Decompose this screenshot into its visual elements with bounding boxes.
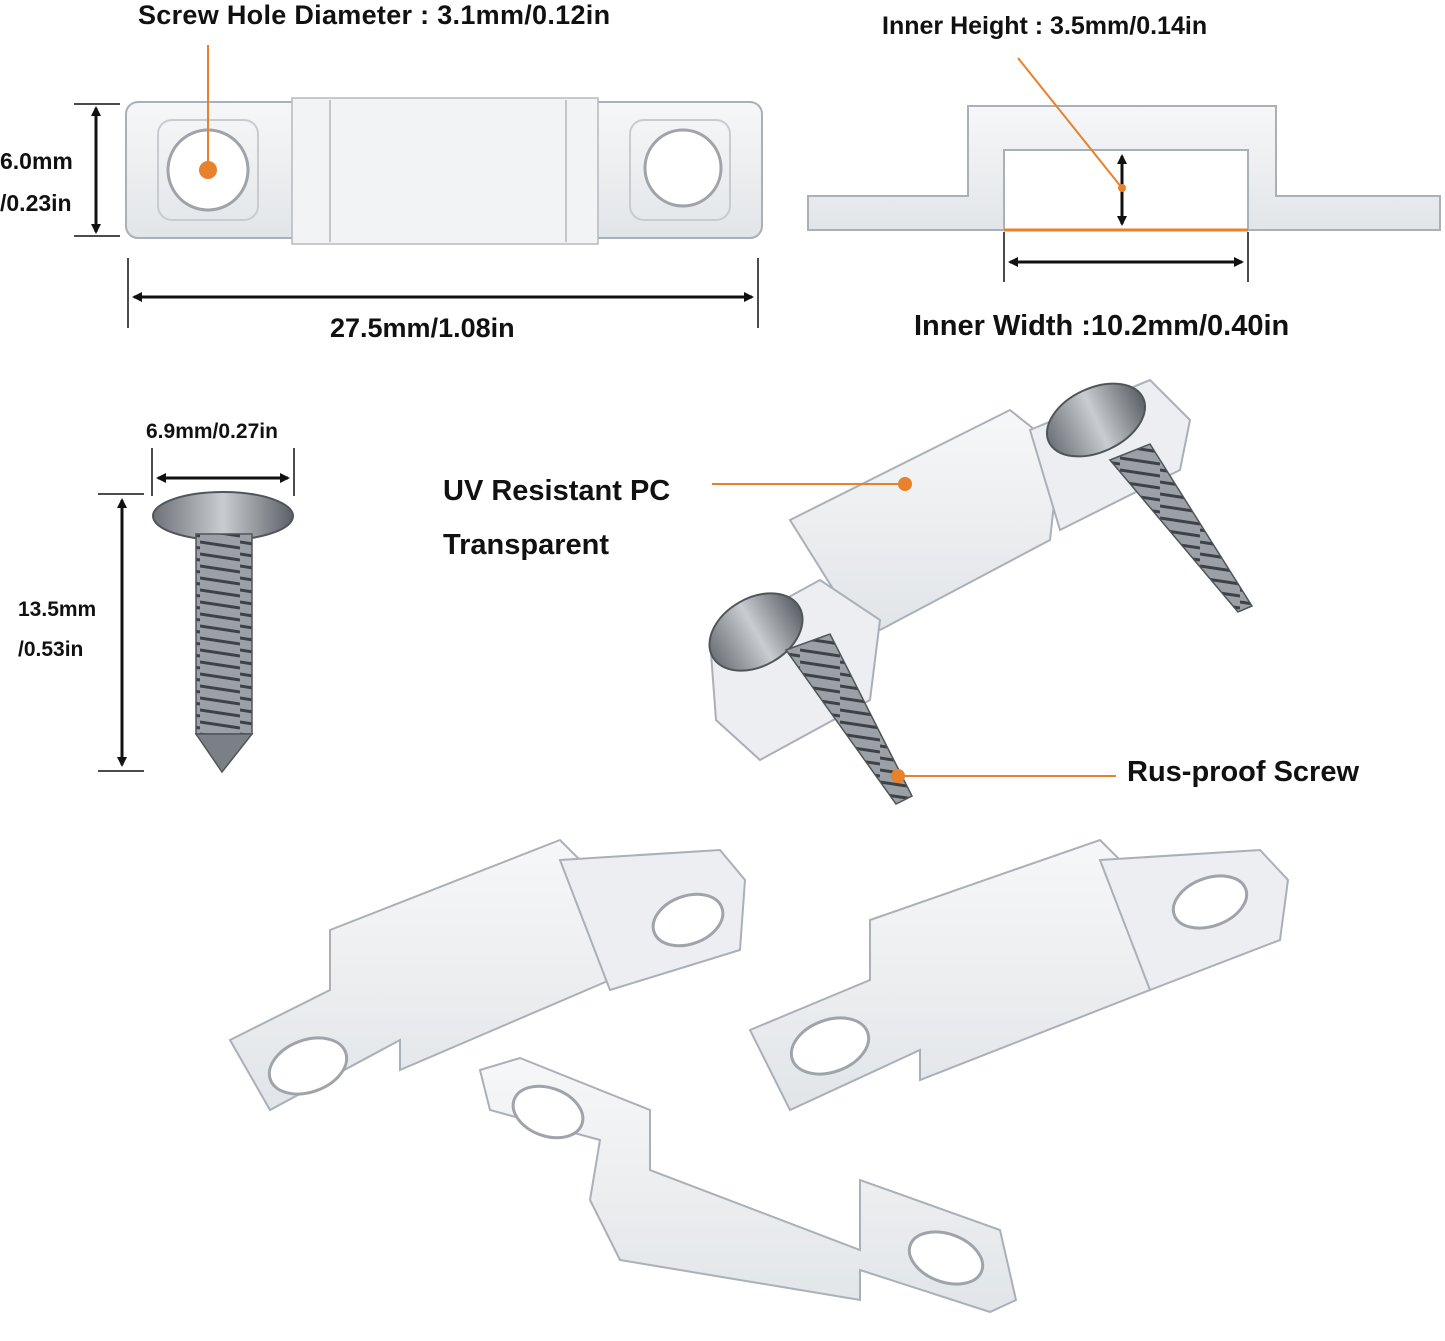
screw-hole-diameter-label: Screw Hole Diameter : 3.1mm/0.12in — [138, 0, 611, 30]
hole-diameter-pointer — [199, 45, 217, 179]
material-pointer — [712, 477, 912, 491]
clip-width-dimension — [74, 103, 120, 237]
clip-length-dimension — [127, 258, 759, 328]
inner-width-label: Inner Width :10.2mm/0.40in — [914, 310, 1290, 342]
screw-length-in: /0.53in — [18, 638, 84, 661]
screw-length-mm: 13.5mm — [18, 598, 97, 621]
material-line-1: UV Resistant PC — [443, 475, 671, 507]
clip-top-view — [125, 97, 763, 245]
screw-pointer — [891, 769, 1116, 783]
screw-length-label: 13.5mm /0.53in — [18, 590, 96, 670]
material-label: UV Resistant PC Transparent — [443, 464, 670, 572]
clip-length-label: 27.5mm/1.08in — [330, 313, 515, 343]
loose-clip-bottom — [478, 1056, 1018, 1314]
screw-type-label: Rus-proof Screw — [1127, 756, 1360, 788]
clip-width-mm: 6.0mm — [0, 148, 73, 174]
clip-width-in: /0.23in — [0, 190, 72, 216]
screw-head-width-label: 6.9mm/0.27in — [146, 420, 278, 443]
clip-side-profile — [807, 57, 1441, 282]
clip-width-label: 6.0mm /0.23in — [0, 140, 73, 224]
loose-clip-left — [228, 838, 747, 1112]
material-line-2: Transparent — [443, 529, 609, 561]
assembled-clip — [708, 378, 1254, 805]
loose-clip-right — [748, 838, 1290, 1112]
screw-dimension-view — [98, 448, 295, 774]
inner-height-label: Inner Height : 3.5mm/0.14in — [882, 12, 1208, 40]
